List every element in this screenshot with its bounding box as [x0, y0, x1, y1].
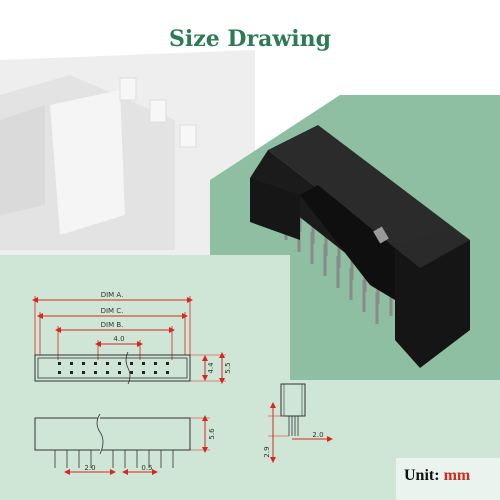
side-view-outline [34, 417, 191, 451]
side-view-pins [54, 450, 174, 468]
connector-key-channel [300, 185, 395, 300]
end-view-outline [280, 383, 306, 417]
end-view-pins [288, 416, 299, 436]
top-view: DIM A. DIM C. DIM B. 4.0 4.4 [32, 291, 232, 385]
dim-a-label: DIM A. [101, 291, 124, 299]
unit-prefix: Unit: [404, 467, 440, 484]
pitch-4-label: 4.0 [113, 335, 124, 343]
h1-label: 4.4 [207, 362, 215, 374]
side-view: 5.6 2.0 0.5 [34, 413, 216, 475]
side-height-label: 5.6 [208, 428, 216, 440]
mint-panel-left [0, 255, 240, 500]
page-title: Size Drawing [169, 26, 331, 52]
unit-label-area [396, 458, 500, 500]
connector-key-notch [373, 226, 389, 244]
dim-c-label: DIM C. [101, 307, 124, 315]
unit-value: mm [443, 467, 471, 484]
connector-pins [284, 203, 393, 324]
end-view: 2.9 2.0 [263, 383, 333, 463]
row-pitch-label: 2.0 [312, 431, 323, 439]
faded-connector-ghost [0, 75, 197, 250]
pin-width-label: 0.5 [141, 464, 152, 472]
connector-right-block [395, 240, 470, 368]
pin-length-label: 2.9 [263, 446, 271, 457]
dim-b-label: DIM B. [101, 321, 124, 329]
connector-top-face [268, 125, 470, 268]
h2-label: 5.5 [224, 362, 232, 373]
side-pitch-label: 2.0 [84, 464, 95, 472]
top-view-pin-dots [58, 362, 169, 374]
top-view-outline [34, 354, 191, 382]
unit-label: Unit: mm [404, 467, 470, 485]
connector-left-block [250, 178, 300, 240]
